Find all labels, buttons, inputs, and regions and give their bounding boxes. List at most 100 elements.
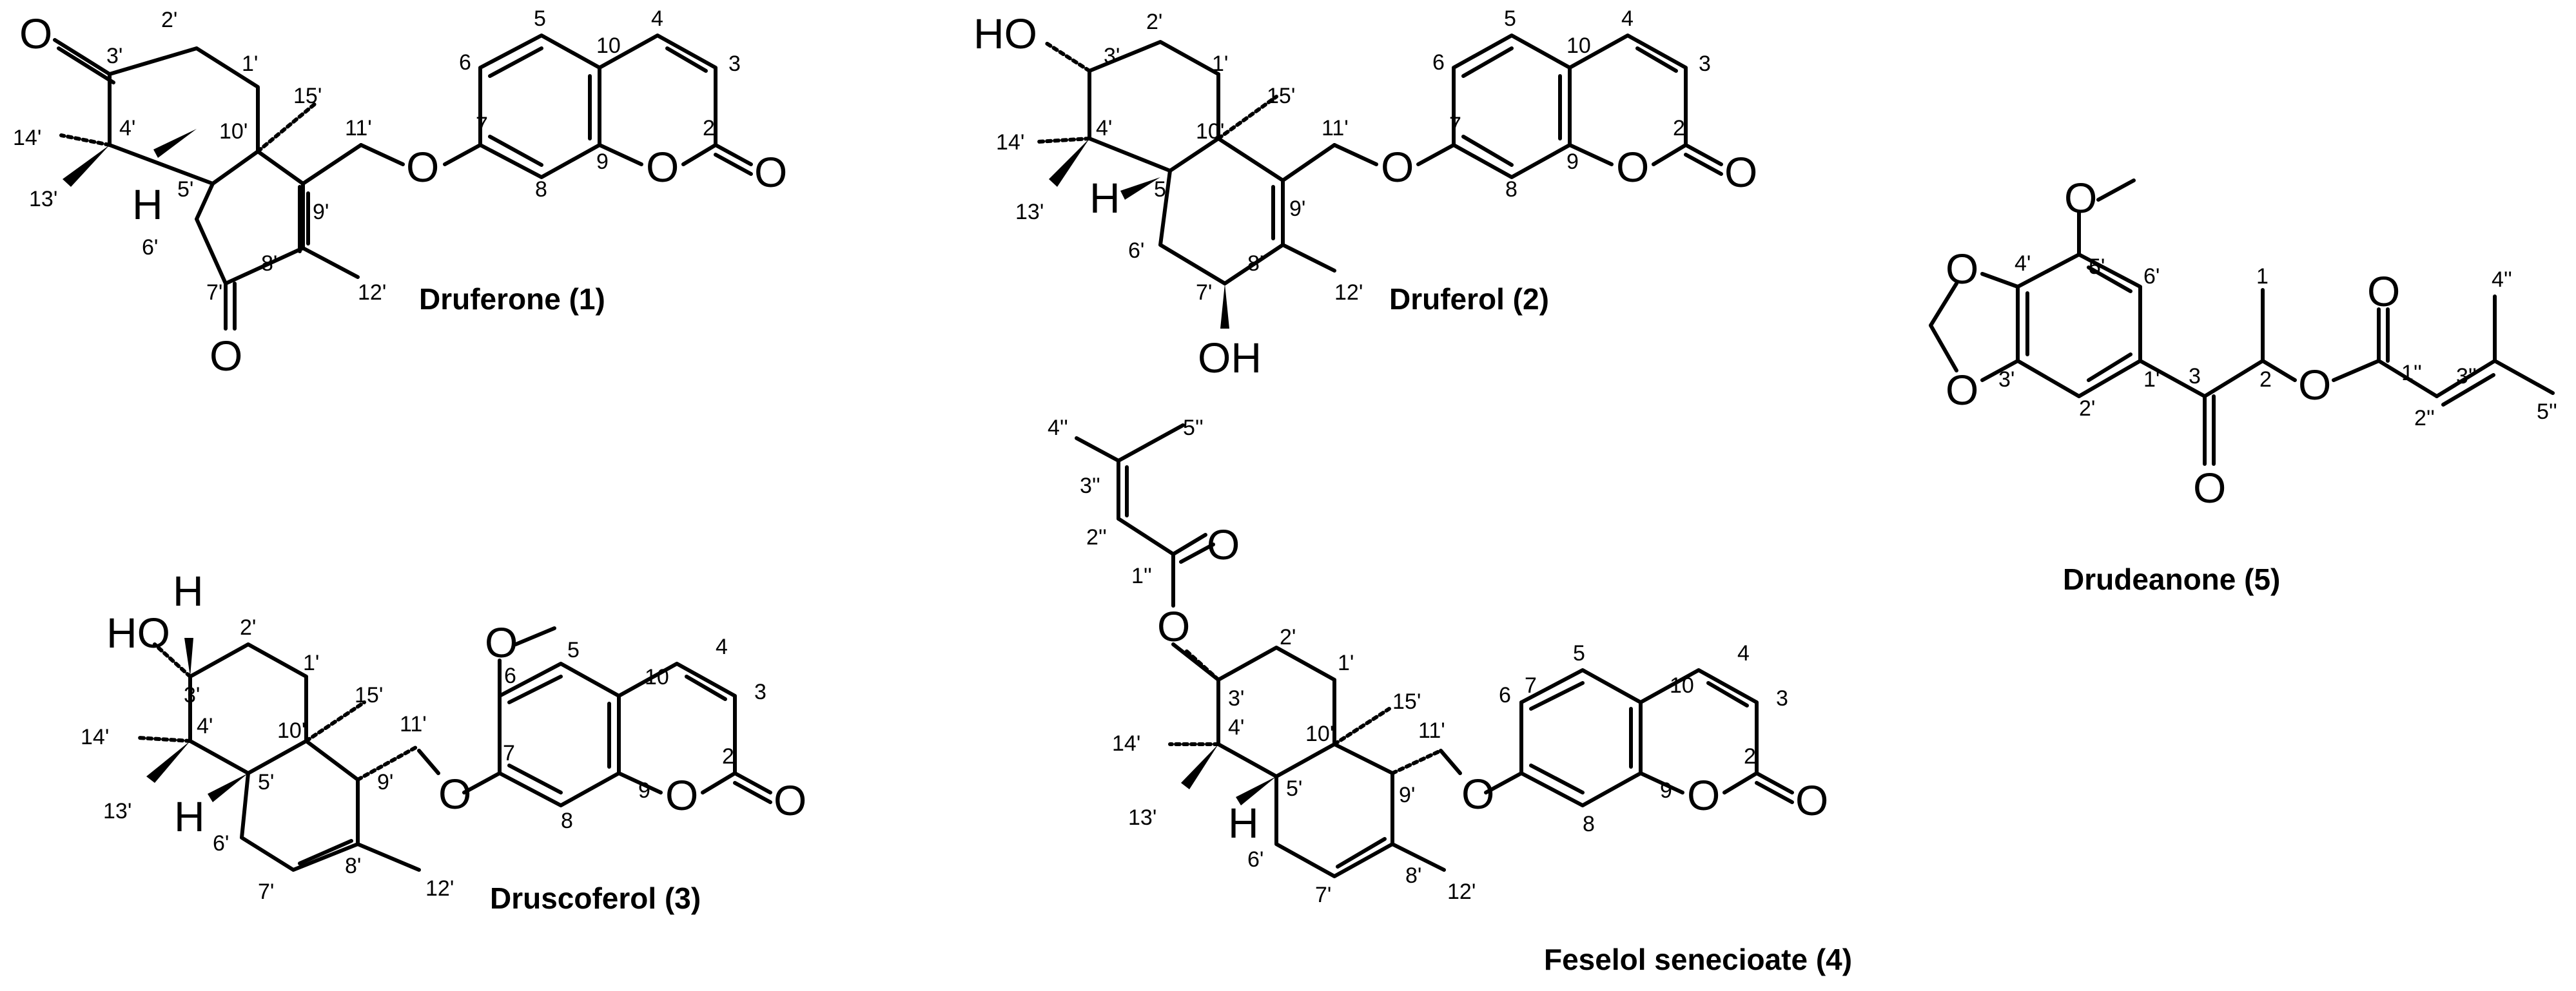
svg-text:4': 4' [119, 116, 135, 140]
svg-text:2'': 2'' [1086, 525, 1107, 550]
druscoferol-h-5p: H [174, 793, 205, 840]
svg-text:6': 6' [142, 235, 158, 260]
svg-text:12': 12' [1334, 280, 1363, 305]
druscoferol-atoms: HO H H O O O O [106, 567, 806, 840]
svg-text:15': 15' [1392, 689, 1421, 714]
svg-text:10': 10' [277, 718, 306, 743]
svg-text:6: 6 [504, 664, 516, 688]
svg-text:2: 2 [1673, 116, 1685, 140]
structure-feselol-senecioate: O O H O O O 4'' 5'' 3'' 2'' 1'' 3' 2' 1'… [1048, 416, 1852, 976]
svg-text:6: 6 [1499, 683, 1511, 707]
svg-text:2: 2 [1744, 744, 1756, 769]
svg-text:3: 3 [1776, 686, 1788, 711]
svg-text:5': 5' [2089, 255, 2105, 279]
structure-druferone: O O H O O O 3' 2' 1' 15' 10' 4' 14' 13' … [13, 6, 787, 380]
svg-text:10': 10' [1305, 722, 1334, 746]
svg-text:4': 4' [197, 714, 213, 738]
svg-text:8': 8' [261, 251, 277, 276]
svg-text:6': 6' [1247, 847, 1264, 872]
svg-text:7: 7 [1525, 673, 1537, 698]
drudeanone-o-dioxole-bottom: O [1946, 366, 1978, 414]
svg-text:2: 2 [722, 744, 734, 769]
druscoferol-bonds [188, 626, 772, 872]
drudeanone-o-dioxole-top: O [1946, 245, 1978, 293]
svg-text:1': 1' [2143, 367, 2160, 392]
compound-title-drudeanone: Drudeanone (5) [2063, 563, 2280, 596]
svg-text:1: 1 [2256, 264, 2269, 289]
structure-druscoferol: HO H H O O O O 3' 2' 1' 15' 10' 4' 14' 1… [81, 567, 806, 915]
compound-title-druscoferol: Druscoferol (3) [490, 881, 701, 915]
svg-text:2': 2' [161, 8, 177, 32]
druscoferol-h-3p: H [173, 567, 204, 615]
svg-text:9': 9' [1399, 783, 1415, 807]
svg-text:11': 11' [1418, 718, 1445, 743]
druferol-oh-7p: OH [1198, 334, 1262, 381]
svg-text:4: 4 [716, 635, 728, 659]
druferone-locants: 3' 2' 1' 15' 10' 4' 14' 13' 5' 6' 7' 8' … [13, 6, 741, 305]
svg-text:5: 5 [1573, 641, 1585, 666]
feselol-bonds [1075, 423, 1794, 878]
svg-text:3': 3' [106, 44, 122, 68]
svg-text:6: 6 [459, 50, 471, 75]
svg-text:8': 8' [1405, 863, 1421, 888]
svg-text:9': 9' [313, 200, 329, 224]
svg-text:5': 5' [177, 177, 193, 202]
druferol-atoms: HO H OH O O O [973, 10, 1757, 381]
svg-text:8: 8 [1505, 177, 1517, 202]
svg-text:5': 5' [1286, 776, 1302, 801]
druferol-h-5p: H [1089, 174, 1120, 222]
svg-text:10: 10 [1566, 34, 1591, 58]
svg-text:1'': 1'' [2401, 361, 2422, 385]
svg-text:11': 11' [400, 712, 427, 736]
drudeanone-o-ketone: O [2193, 464, 2226, 512]
svg-text:9': 9' [1289, 197, 1305, 221]
svg-text:14': 14' [996, 130, 1024, 155]
svg-text:5: 5 [534, 6, 546, 31]
svg-text:3': 3' [1104, 44, 1120, 68]
druferone-atoms: O O H O O O [19, 10, 787, 380]
svg-text:10: 10 [645, 665, 669, 689]
svg-text:9: 9 [1660, 778, 1672, 803]
compound-title-druferone: Druferone (1) [419, 282, 605, 316]
svg-text:1': 1' [1212, 52, 1228, 76]
svg-text:6': 6' [213, 831, 229, 856]
svg-text:13': 13' [1128, 805, 1156, 830]
svg-text:3: 3 [728, 52, 741, 76]
svg-text:3'': 3'' [1080, 474, 1100, 498]
svg-text:1'': 1'' [1131, 564, 1152, 588]
compound-title-feselol-senecioate: Feselol senecioate (4) [1544, 943, 1852, 976]
druferone-o-3p: O [19, 10, 52, 57]
svg-text:10': 10' [1196, 119, 1224, 144]
svg-text:8': 8' [1247, 251, 1264, 276]
svg-text:6: 6 [1432, 50, 1445, 75]
feselol-o-ether: O [1461, 770, 1494, 818]
feselol-atoms: O O H O O O [1157, 521, 1828, 847]
druscoferol-o-ether: O [438, 770, 471, 818]
svg-text:5: 5 [567, 638, 580, 662]
svg-text:3: 3 [1699, 52, 1711, 76]
feselol-o-2: O [1795, 776, 1828, 824]
svg-text:9: 9 [638, 778, 650, 803]
druscoferol-ho-3p: HO [106, 609, 170, 657]
druscoferol-o-ring: O [665, 771, 698, 819]
druferone-o-2: O [754, 148, 787, 196]
drudeanone-atoms: O O O O O O [1946, 174, 2400, 512]
svg-text:7': 7' [1196, 280, 1212, 305]
feselol-o-ring: O [1687, 771, 1720, 819]
svg-text:5': 5' [1154, 177, 1170, 202]
svg-text:12': 12' [358, 280, 386, 305]
svg-text:14': 14' [81, 725, 109, 749]
druferone-bonds [53, 34, 753, 331]
drudeanone-locants: 4' 5' 6' 1' 2' 3' 1 2 3 1'' 2'' 3'' 4'' … [1998, 251, 2557, 430]
drudeanone-o-carbonyl: O [2367, 267, 2400, 315]
svg-text:1': 1' [303, 651, 319, 675]
svg-text:8: 8 [561, 809, 573, 833]
druscoferol-locants: 3' 2' 1' 15' 10' 4' 14' 13' 5' 6' 7' 8' … [81, 615, 766, 904]
druscoferol-o-methoxy: O [485, 619, 518, 666]
svg-text:13': 13' [1015, 200, 1044, 224]
svg-text:1': 1' [1338, 651, 1354, 675]
svg-text:2: 2 [703, 116, 715, 140]
svg-text:3': 3' [1228, 686, 1244, 711]
druferol-o-ether: O [1381, 143, 1414, 191]
svg-text:3'': 3'' [2456, 364, 2477, 389]
